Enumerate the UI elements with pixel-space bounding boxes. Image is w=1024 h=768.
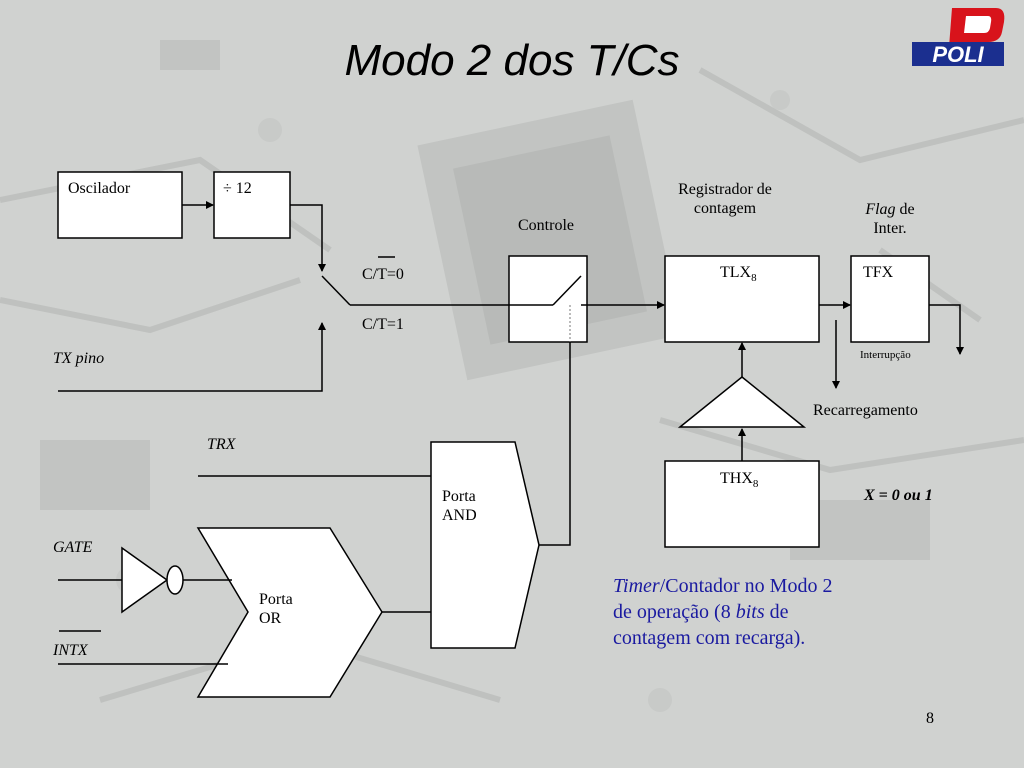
ct0-label: C/T=0	[362, 265, 404, 284]
page-number: 8	[926, 710, 934, 727]
note-bits: bits	[735, 601, 765, 623]
note-text3: de	[764, 601, 789, 623]
porta-or-gate	[196, 527, 383, 698]
ct0-prefix: C/	[362, 266, 378, 283]
note-text4: contagem com recarga).	[613, 627, 806, 649]
inverter-bubble	[166, 565, 184, 595]
tfx-label: TFX	[863, 264, 894, 281]
tfx-box	[850, 255, 930, 343]
note-text1: /Contador no Modo 2	[659, 575, 833, 597]
tlx-subscript: 8	[751, 272, 757, 285]
oscilador-label: Oscilador	[68, 180, 131, 197]
x-equation: X = 0 ou 1	[864, 487, 933, 504]
note-text2: de operação (8	[613, 601, 736, 623]
tlx-label: TLX8	[720, 263, 757, 285]
thx-label: THX8	[720, 469, 758, 491]
trx-label: TRX	[207, 436, 236, 453]
recarregamento-label: Recarregamento	[813, 402, 918, 419]
ct0-suffix: =0	[386, 266, 404, 283]
flag-italic: Flag	[865, 201, 896, 218]
registrador-label: Registrador de contagem	[678, 181, 772, 218]
ct1-label: C/T=1	[362, 316, 404, 333]
note-timer: Timer	[613, 575, 660, 597]
controle-box	[508, 255, 588, 343]
gate-label: GATE	[53, 539, 93, 556]
thx-subscript: 8	[752, 478, 759, 491]
poli-logo: POLI	[912, 8, 1005, 67]
slide-title: Modo 2 dos T/Cs	[344, 36, 680, 85]
porta-and-gate	[430, 441, 540, 649]
flag-line2: Inter.	[873, 220, 907, 238]
reload-buffer-triangle	[677, 376, 807, 428]
porta-and-line1: Porta	[442, 488, 476, 505]
porta-or-line1: Porta	[259, 591, 293, 608]
flag-rest: de	[895, 201, 915, 218]
thx-box	[664, 460, 820, 548]
interrupcao-label: Interrupção	[860, 349, 911, 361]
logo-text: POLI	[932, 42, 984, 67]
tx-pino-label: TX pino	[53, 350, 105, 367]
controle-label: Controle	[518, 217, 574, 234]
gate-inverter-triangle	[121, 546, 169, 614]
oscilador-box	[57, 171, 183, 239]
thx-text: THX	[720, 470, 753, 487]
tlx-text: TLX	[720, 264, 752, 281]
div12-label: ÷ 12	[223, 180, 252, 197]
porta-and-line2: AND	[442, 507, 477, 525]
description-note: Timer/Contador no Modo 2 de operação (8 b…	[613, 573, 913, 651]
ct0-bar: T	[377, 266, 387, 283]
porta-or-line2: OR	[259, 610, 282, 628]
intx-label: INTX	[53, 642, 88, 659]
div12-box	[213, 171, 291, 239]
